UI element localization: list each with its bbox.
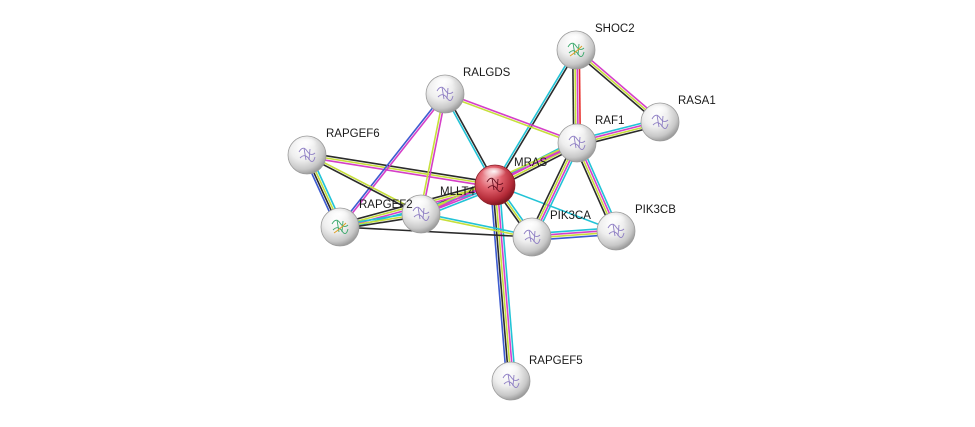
edge-evidence-line	[339, 226, 533, 238]
node-highlight	[519, 220, 543, 233]
edge-evidence-line	[494, 184, 512, 382]
protein-structure-icon	[298, 147, 316, 162]
edge-mras-rapgef5	[489, 184, 517, 382]
node-raf1[interactable]: RAF1	[557, 115, 624, 163]
edge-evidence-line	[495, 50, 578, 186]
node-highlight	[564, 126, 588, 139]
edge-evidence-line	[493, 49, 576, 185]
node-label: RASA1	[678, 95, 716, 107]
protein-structure-icon	[568, 135, 586, 150]
edge-rapgef2-pik3ca	[339, 226, 533, 238]
node-rapgef2[interactable]: RAPGEF2	[320, 199, 413, 247]
edge-evidence-line	[444, 94, 577, 145]
protein-structure-icon	[502, 373, 520, 388]
edge-evidence-line	[498, 184, 517, 381]
node-highlight	[294, 138, 318, 151]
node-label: PIK3CB	[635, 204, 676, 216]
edge-evidence-line	[307, 153, 422, 214]
edge-rapgef6-mllt4	[306, 153, 422, 216]
edge-evidence-line	[306, 155, 421, 216]
node-shoc2[interactable]: SHOC2	[556, 23, 635, 70]
node-label: RAPGEF6	[326, 128, 380, 140]
edge-ralgds-raf1	[444, 92, 578, 145]
protein-structure-icon	[567, 42, 585, 57]
protein-structure-icon	[486, 177, 504, 192]
node-label: RAPGEF2	[359, 199, 413, 211]
edge-evidence-line	[306, 154, 496, 186]
edge-evidence-line	[338, 92, 445, 227]
node-rapgef6[interactable]: RAPGEF6	[287, 128, 380, 175]
node-label: RAF1	[595, 115, 624, 127]
node-label: MRAS	[514, 157, 548, 169]
edge-evidence-line	[494, 184, 617, 232]
edge-ralgds-mllt4	[419, 93, 447, 215]
node-rasa1[interactable]: RASA1	[640, 95, 716, 142]
edge-evidence-line	[421, 94, 447, 215]
protein-structure-icon	[569, 45, 583, 57]
node-highlight	[603, 214, 627, 227]
node-label: RALGDS	[463, 67, 511, 79]
edge-evidence-line	[489, 185, 508, 382]
node-rapgef5[interactable]: RAPGEF5	[491, 355, 583, 401]
node-highlight	[481, 167, 507, 181]
edge-mras-rapgef6	[306, 152, 496, 188]
node-label: SHOC2	[595, 23, 635, 35]
node-mras[interactable]: MRAS	[474, 157, 548, 206]
edge-evidence-line	[306, 156, 495, 188]
node-highlight	[647, 105, 671, 118]
protein-structure-icon	[331, 219, 349, 234]
edge-evidence-line	[307, 152, 496, 184]
node-mllt4[interactable]: MLLT4	[401, 186, 476, 234]
protein-structure-icon	[651, 114, 669, 129]
node-pik3ca[interactable]: PIK3CA	[512, 210, 591, 257]
node-label: PIK3CA	[550, 210, 591, 222]
node-highlight	[563, 33, 587, 46]
node-highlight	[408, 197, 432, 210]
protein-structure-icon	[412, 206, 430, 221]
protein-structure-icon	[333, 222, 347, 234]
protein-structure-icon	[607, 223, 625, 238]
node-ralgds[interactable]: RALGDS	[425, 67, 511, 114]
node-label: MLLT4	[440, 186, 476, 198]
edge-mras-pik3cb	[494, 184, 617, 232]
edge-evidence-line	[496, 184, 514, 381]
edge-evidence-line	[492, 185, 510, 382]
node-pik3cb[interactable]: PIK3CB	[596, 204, 676, 251]
node-highlight	[327, 210, 351, 223]
node-label: RAPGEF5	[529, 355, 583, 367]
edge-evidence-line	[445, 92, 578, 143]
protein-structure-icon	[523, 229, 541, 244]
edge-evidence-line	[340, 94, 447, 229]
protein-structure-icon	[436, 86, 454, 101]
edge-mras-shoc2	[493, 49, 578, 186]
edge-evidence-line	[419, 93, 445, 214]
node-highlight	[498, 364, 522, 377]
node-highlight	[432, 77, 456, 90]
edge-ralgds-rapgef2	[338, 92, 447, 229]
